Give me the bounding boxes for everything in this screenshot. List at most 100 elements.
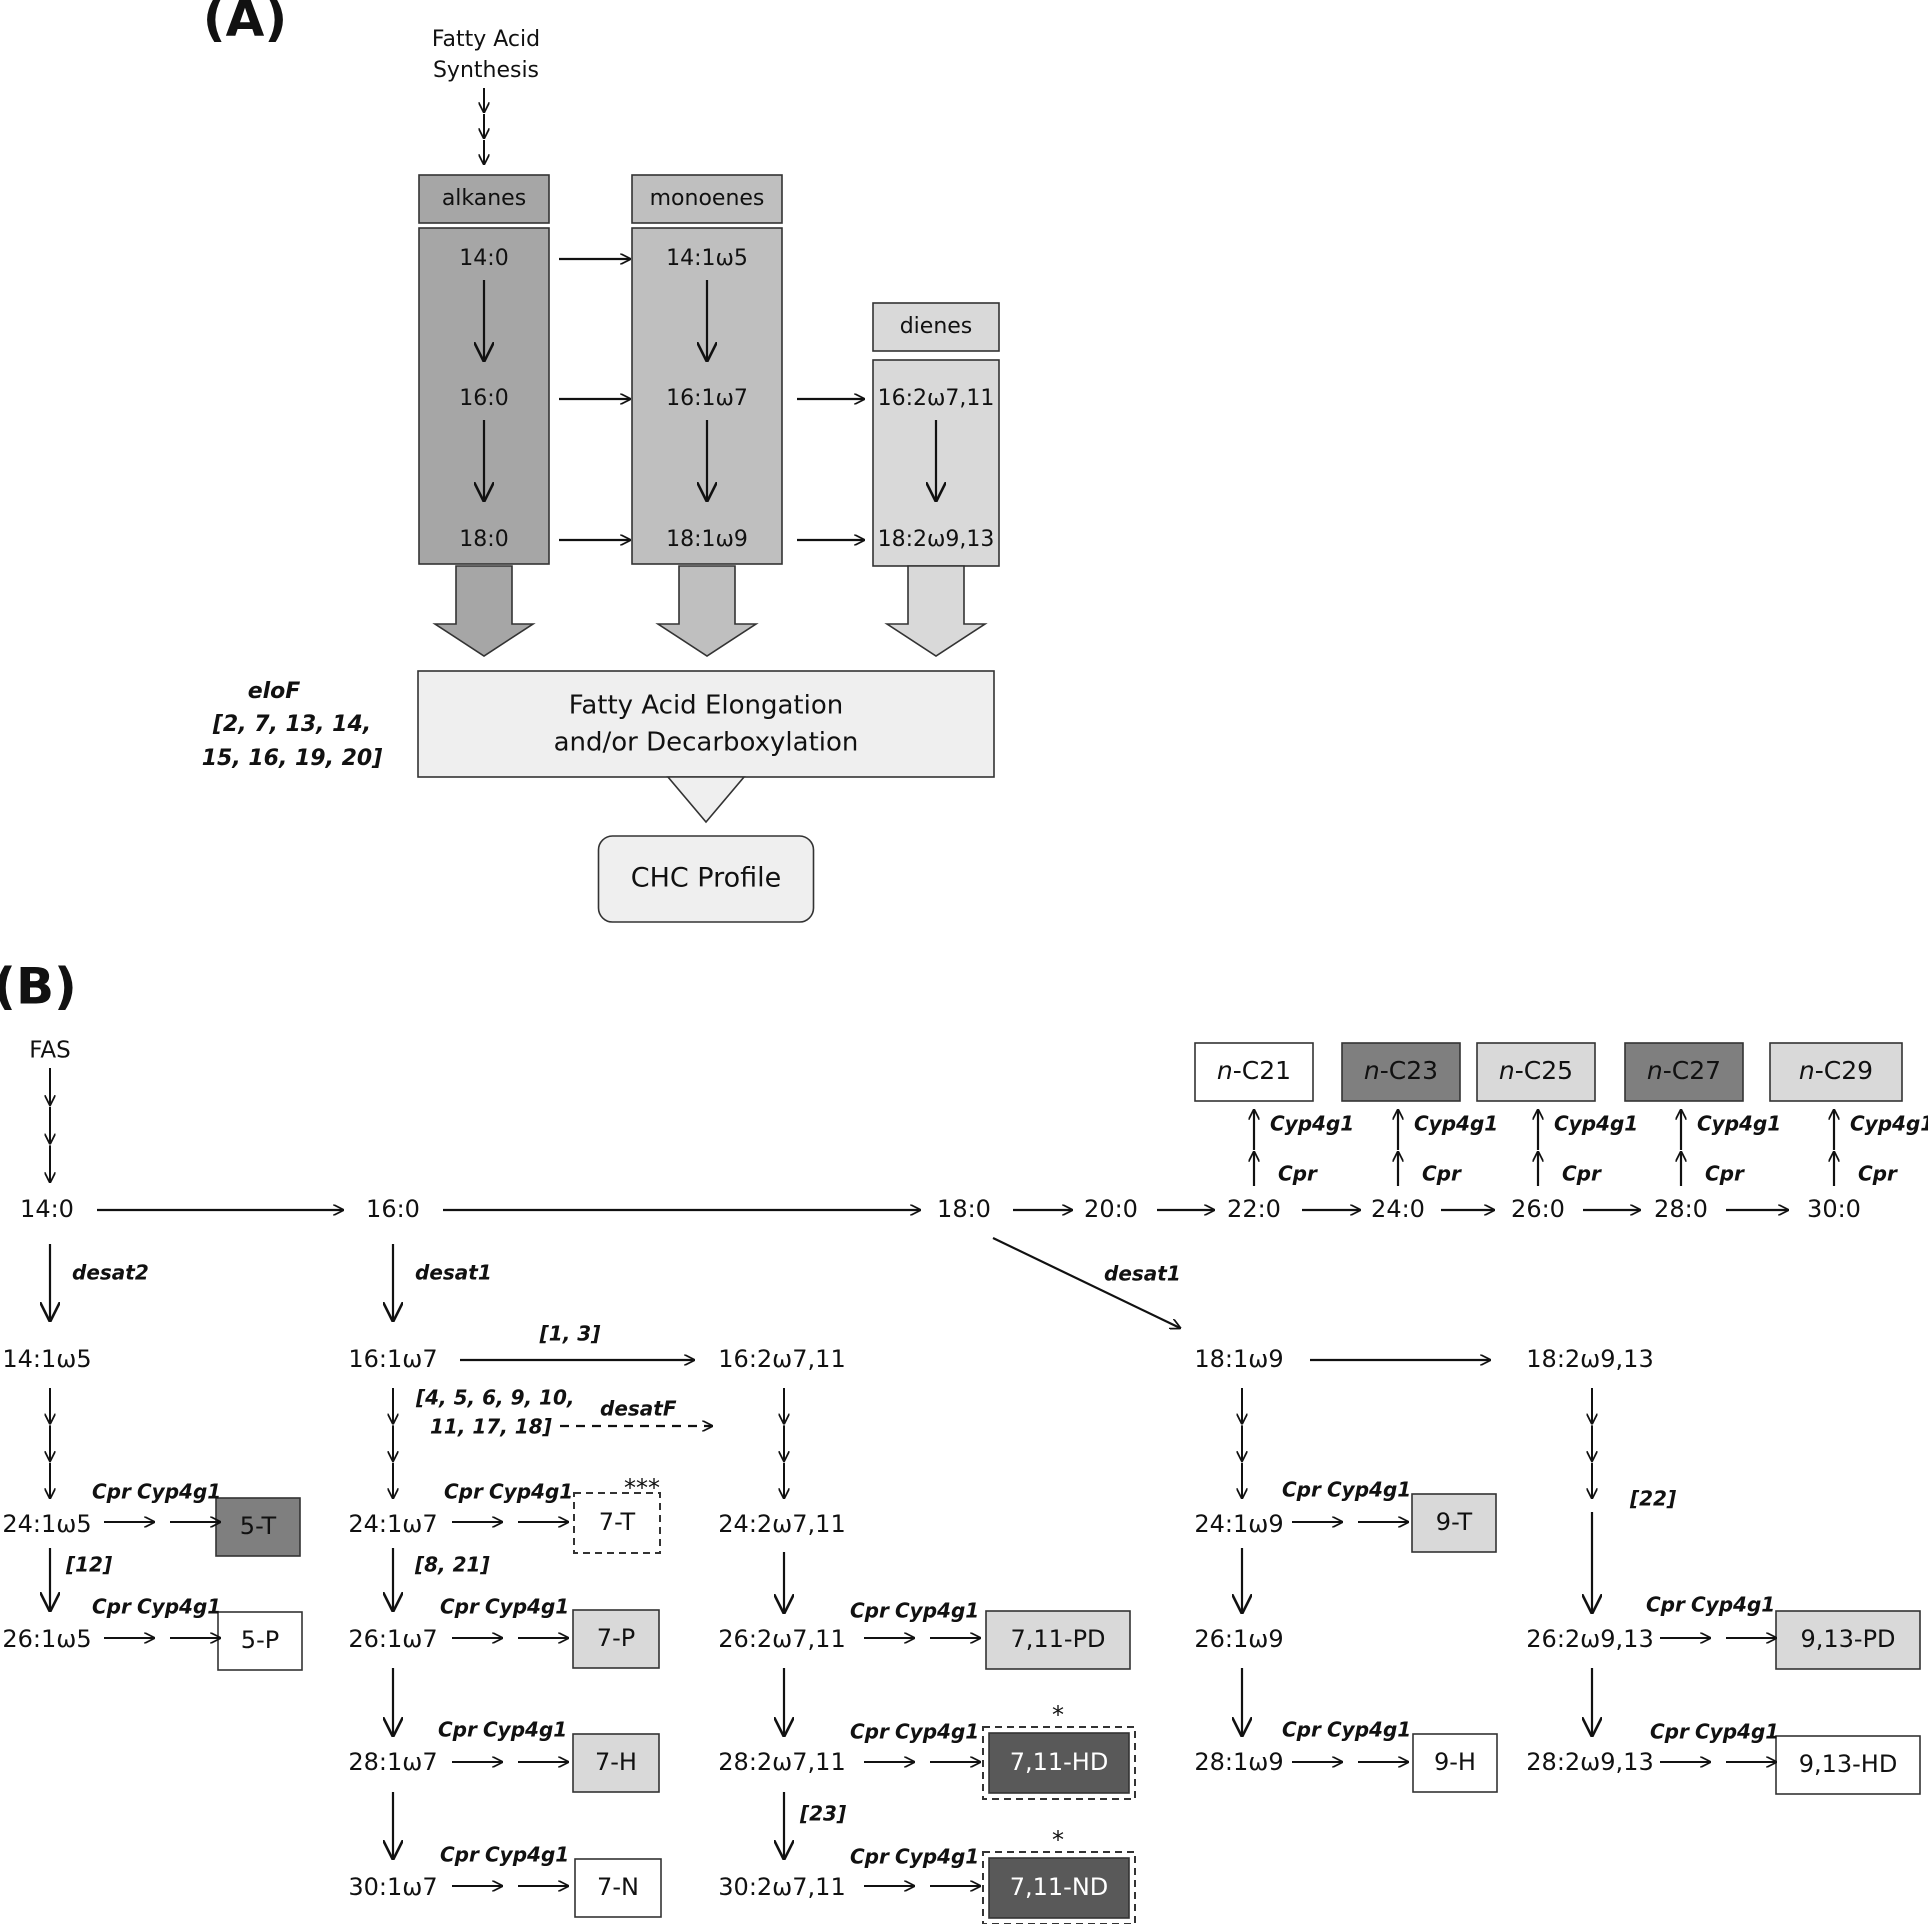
fa-label: 28:2ω9,13: [1526, 1748, 1653, 1776]
product-box-dashed: [573, 1492, 661, 1554]
fa-label: 28:1ω9: [1194, 1748, 1283, 1776]
gene-cpr-label: Cpr: [1858, 1162, 1898, 1186]
fa-label: 26:1ω7: [348, 1625, 437, 1653]
product-label: 7-N: [597, 1873, 639, 1901]
reference-label: [12]: [65, 1553, 112, 1577]
alkanes-header: [418, 174, 550, 224]
gene-cyp4g1-label: Cyp4g1: [1695, 1720, 1779, 1744]
gene-cpr-label: Cpr: [1278, 1162, 1318, 1186]
monoene-label: 18:1ω9: [666, 527, 748, 552]
panel-a-label: (A): [203, 0, 287, 48]
product-box: [988, 1857, 1130, 1919]
gene-cyp4g1-label: Cyp4g1: [489, 1480, 573, 1504]
arrows-layer: [50, 88, 1834, 1886]
saturated-fa-label: 14:0: [20, 1195, 74, 1223]
chc-profile-label: CHC Profile: [631, 863, 782, 894]
diene-label: 18:2ω9,13: [1526, 1345, 1653, 1373]
monoene-label: 14:1ω5: [666, 246, 748, 271]
monoene-label: 16:1ω7: [666, 386, 748, 411]
gene-cpr-label: Cpr: [1705, 1162, 1745, 1186]
diene-label: 16:2ω7,11: [878, 386, 995, 411]
monoene-label: 18:1ω9: [1194, 1345, 1283, 1373]
block-arrow: [655, 565, 759, 657]
elongation-box: [417, 670, 995, 778]
gene-cpr-label: Cpr: [440, 1843, 480, 1867]
alkanes-header-label: alkanes: [442, 186, 526, 211]
block-arrow: [432, 565, 536, 657]
gene-desatf-label: desatF: [600, 1397, 677, 1421]
product-label: 9,13-PD: [1800, 1625, 1895, 1653]
product-label: 5-P: [241, 1626, 279, 1654]
monoene-label: 16:1ω7: [348, 1345, 437, 1373]
reference-label: [4, 5, 6, 9, 10,: [415, 1386, 574, 1410]
saturated-fa-label: 28:0: [1654, 1195, 1708, 1223]
gene-cyp4g1-label: Cyp4g1: [895, 1599, 979, 1623]
gene-desat1-label: desat1: [1104, 1262, 1181, 1286]
gene-cpr-label: Cpr: [438, 1718, 478, 1742]
gene-cyp4g1-label: Cyp4g1: [1697, 1112, 1781, 1136]
product-box: [574, 1858, 662, 1918]
reference-label: [22]: [1629, 1487, 1676, 1511]
reference-label: [8, 21]: [414, 1553, 490, 1577]
saturated-fa-label: 30:0: [1807, 1195, 1861, 1223]
process-label: and/or Decarboxylation: [554, 728, 859, 758]
gene-cpr-label: Cpr: [850, 1599, 890, 1623]
alkane-product-box: [1194, 1042, 1314, 1102]
alkane-product-label: n-C29: [1799, 1056, 1873, 1085]
gene-cpr-label: Cpr: [444, 1480, 484, 1504]
gene-cyp4g1-label: Cyp4g1: [483, 1718, 567, 1742]
gene-cyp4g1-label: Cyp4g1: [1414, 1112, 1498, 1136]
alkane-label: 16:0: [459, 386, 508, 411]
alkane-product-label: n-C21: [1217, 1056, 1291, 1085]
gene-cyp4g1-label: Cyp4g1: [1691, 1593, 1775, 1617]
gene-cpr-label: Cpr: [92, 1480, 132, 1504]
shapes-layer: [215, 174, 1921, 1925]
reference-label: [1, 3]: [539, 1322, 601, 1346]
fa-label: 24:1ω9: [1194, 1510, 1283, 1538]
product-label: 7,11-PD: [1010, 1625, 1105, 1653]
product-label: 7-P: [597, 1624, 635, 1652]
product-box: [1775, 1735, 1921, 1795]
fa-label: 24:1ω7: [348, 1510, 437, 1538]
product-box: [572, 1733, 660, 1793]
monoenes-header: [631, 174, 783, 224]
arrow: [992, 1237, 1180, 1328]
gene-cpr-label: Cpr: [1282, 1478, 1322, 1502]
gene-cpr-label: Cpr: [440, 1595, 480, 1619]
product-label: 9-T: [1436, 1508, 1473, 1536]
process-label: Fatty Acid Elongation: [569, 691, 843, 721]
fa-label: 28:2ω7,11: [718, 1748, 845, 1776]
gene-desat1-label: desat1: [415, 1261, 492, 1285]
saturated-fa-label: 26:0: [1511, 1195, 1565, 1223]
product-box: [572, 1609, 660, 1669]
gene-cpr-label: Cpr: [92, 1595, 132, 1619]
gene-cyp4g1-label: Cyp4g1: [895, 1720, 979, 1744]
alkane-label: 14:0: [459, 246, 508, 271]
gene-cyp4g1-label: Cyp4g1: [1554, 1112, 1638, 1136]
block-arrow: [884, 565, 988, 657]
block-arrow: [666, 776, 746, 824]
gene-cyp4g1-label: Cyp4g1: [137, 1480, 221, 1504]
gene-cyp4g1-label: Cyp4g1: [1850, 1112, 1928, 1136]
fa-label: 26:2ω7,11: [718, 1625, 845, 1653]
product-label: 7,11-ND: [1010, 1873, 1109, 1901]
alkane-product-label: n-C27: [1647, 1056, 1721, 1085]
gene-cpr-label: Cpr: [850, 1720, 890, 1744]
fa-label: 26:1ω9: [1194, 1625, 1283, 1653]
product-label: 5-T: [240, 1512, 277, 1540]
alkane-product-box: [1624, 1042, 1744, 1102]
gene-cyp4g1-label: Cyp4g1: [485, 1843, 569, 1867]
fatty-acid-synthesis-label: Fatty Acid: [432, 27, 540, 52]
gene-cyp4g1-label: Cyp4g1: [137, 1595, 221, 1619]
alkane-product-box: [1341, 1042, 1461, 1102]
gene-cpr-label: Cpr: [1650, 1720, 1690, 1744]
product-label: 7-T: [599, 1508, 636, 1536]
fatty-acid-synthesis-label: Synthesis: [433, 58, 539, 83]
saturated-fa-label: 18:0: [937, 1195, 991, 1223]
gene-cpr-label: Cpr: [1282, 1718, 1322, 1742]
alkane-product-box: [1769, 1042, 1903, 1102]
fa-label: 24:2ω7,11: [718, 1510, 845, 1538]
reference-label: [23]: [799, 1802, 846, 1826]
